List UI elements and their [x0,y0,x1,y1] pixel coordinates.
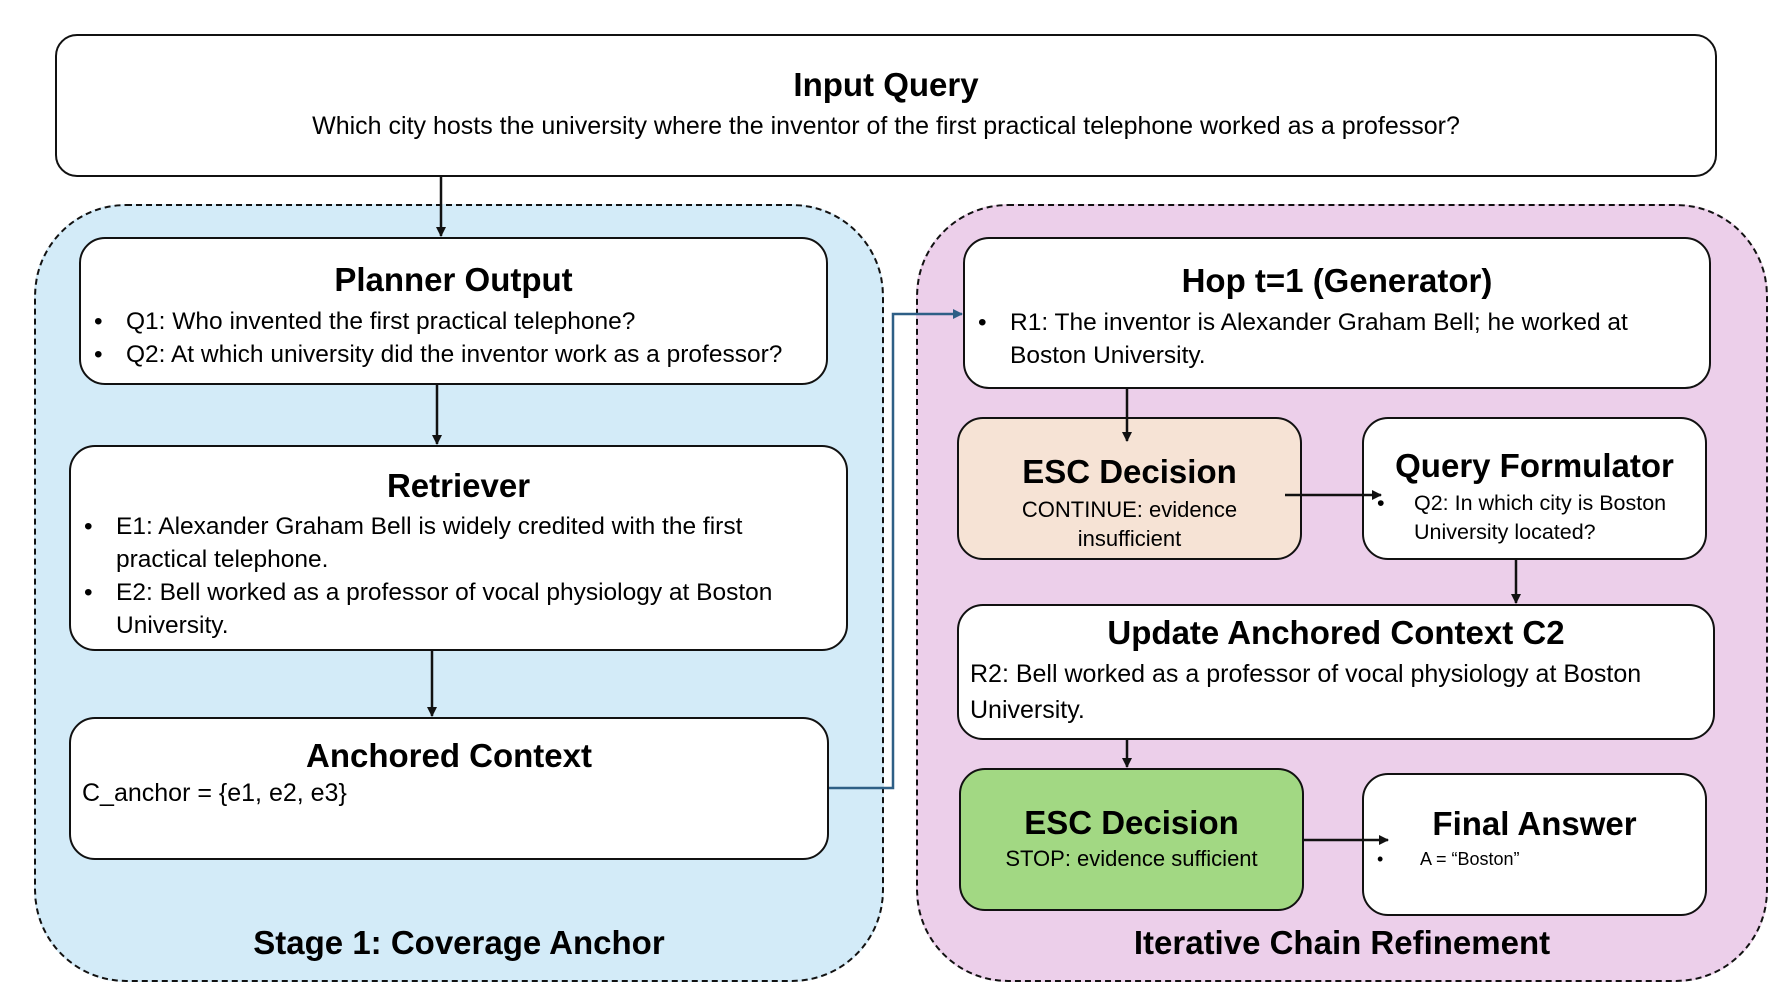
query-formulator-box: Query Formulator Q2: In which city is Bo… [1362,417,1707,560]
retriever-title: Retriever [386,467,531,504]
query-formulator-list: Q2: In which city is Boston University l… [1364,489,1695,547]
arrow-anchored-to-hop [829,309,963,790]
update-anchored-context-box: Update Anchored Context C2 R2: Bell work… [957,604,1715,740]
planner-output-box: Planner Output Q1: Who invented the firs… [79,237,828,385]
list-item: A = “Boston” [1364,847,1705,871]
update-anchored-context-title: Update Anchored Context C2 [1107,614,1565,651]
list-item: R1: The inventor is Alexander Graham Bel… [965,306,1679,372]
planner-output-title: Planner Output [334,261,573,298]
anchored-context-title: Anchored Context [305,737,592,774]
anchored-context-text: C_anchor = {e1, e2, e3} [82,779,347,807]
final-answer-title: Final Answer [1432,805,1637,842]
stage1-label: Stage 1: Coverage Anchor [253,924,665,961]
retriever-list: E1: Alexander Graham Bell is widely cred… [71,510,816,642]
esc-decision-stop-text: STOP: evidence sufficient [1005,846,1258,871]
hop-generator-box: Hop t=1 (Generator) R1: The inventor is … [963,237,1711,389]
final-answer-box: Final Answer A = “Boston” [1362,773,1707,916]
update-anchored-context-text: R2: Bell worked as a professor of vocal … [970,660,1642,724]
list-item: E1: Alexander Graham Bell is widely cred… [71,510,816,576]
list-item: E2: Bell worked as a professor of vocal … [71,576,816,642]
input-query-title: Input Query [793,66,979,103]
list-item: Q2: In which city is Boston University l… [1364,489,1695,547]
esc-decision-continue-title: ESC Decision [1022,453,1237,490]
esc-decision-stop-box: ESC Decision STOP: evidence sufficient [959,768,1304,911]
planner-output-list: Q1: Who invented the first practical tel… [81,305,826,371]
final-answer-list: A = “Boston” [1364,847,1705,871]
hop-generator-list: R1: The inventor is Alexander Graham Bel… [965,306,1679,372]
retriever-box: Retriever E1: Alexander Graham Bell is w… [69,445,848,651]
esc-decision-continue-text: CONTINUE: evidence insufficient [1021,497,1238,551]
hop-generator-title: Hop t=1 (Generator) [1181,262,1493,299]
stage2-label: Iterative Chain Refinement [1133,924,1551,961]
esc-decision-stop-title: ESC Decision [1024,804,1239,841]
list-item: Q1: Who invented the first practical tel… [81,305,826,338]
list-item: Q2: At which university did the inventor… [81,338,826,371]
query-formulator-title: Query Formulator [1395,447,1674,484]
anchored-context-box: Anchored Context C_anchor = {e1, e2, e3} [69,717,829,860]
input-query-text: Which city hosts the university where th… [312,112,1460,140]
input-query-box: Input Query Which city hosts the univers… [55,34,1717,177]
